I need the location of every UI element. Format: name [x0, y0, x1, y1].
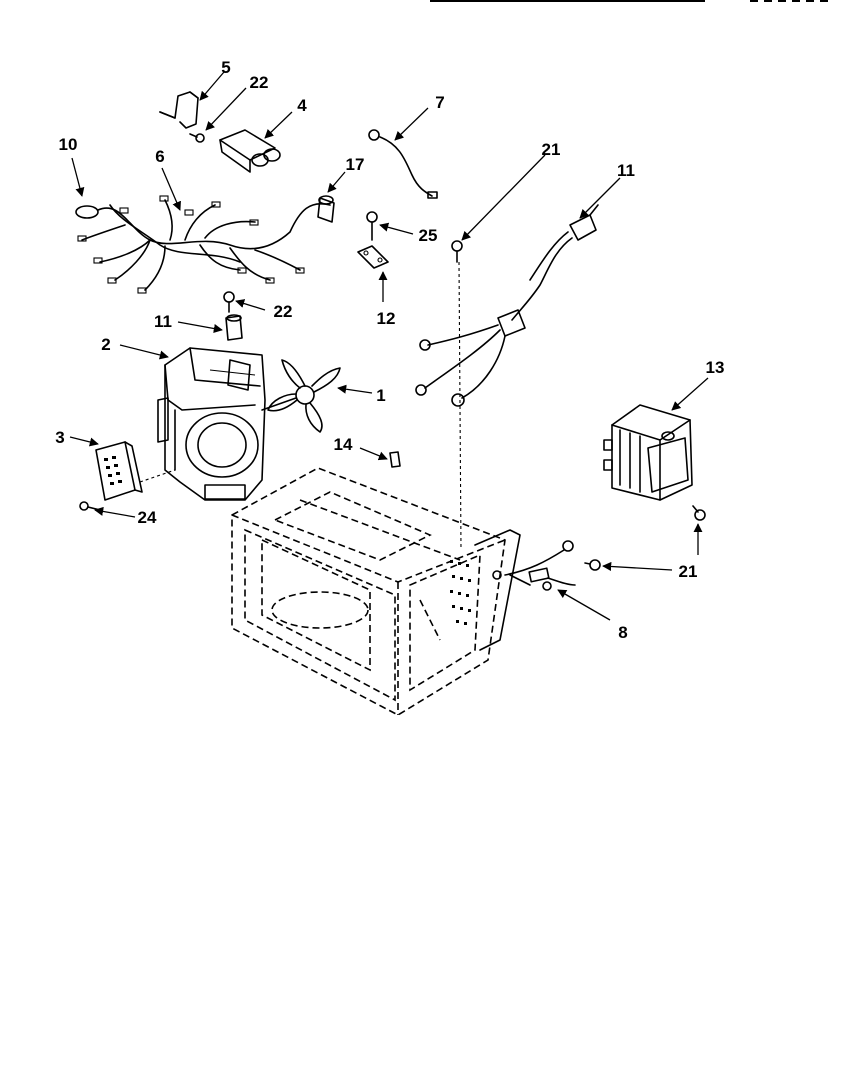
magnetron-part: [603, 404, 693, 501]
ground-wire-part: [368, 129, 438, 199]
callout-21-magnetron: 21: [679, 562, 698, 581]
screw-22-top: [189, 133, 205, 143]
air-guide-part: [157, 347, 266, 501]
callout-12: 12: [377, 309, 396, 328]
motor-switch-part: [225, 314, 243, 341]
callout-21-cord: 21: [542, 140, 561, 159]
callout-2: 2: [101, 335, 110, 354]
bracket-part: [159, 91, 199, 129]
diode-part: [474, 529, 576, 651]
callout-14: 14: [334, 435, 353, 454]
callout-9: 11: [617, 161, 635, 180]
callout-1: 1: [376, 386, 385, 405]
capacitor-part: [219, 129, 281, 173]
callout-5: 5: [221, 58, 230, 77]
cabinet-side-vents: [450, 560, 471, 625]
callout-4: 4: [297, 96, 307, 115]
fan-blade-part: [261, 359, 341, 433]
clip-part: [389, 451, 401, 468]
cover-plate-part: [95, 441, 176, 501]
screw-21-diode-part: [584, 559, 601, 571]
callout-labels: 5 22 4 7 21 6 10 17 11 25 22 12 11 2 13 …: [55, 58, 724, 642]
wire-harness-part: [75, 195, 335, 294]
screw-24-part: [79, 501, 101, 511]
callout-10: 10: [59, 135, 78, 154]
callout-3: 3: [55, 428, 64, 447]
screw-25-part: [366, 211, 378, 241]
callout-22-switch: 22: [274, 302, 293, 321]
callout-25: 25: [419, 226, 438, 245]
callout-11: 11: [154, 312, 172, 331]
callout-22-bracket: 22: [250, 73, 269, 92]
cabinet-outline: [231, 467, 506, 716]
callout-24: 24: [138, 508, 157, 527]
callout-13: 13: [706, 358, 725, 377]
callout-8: 8: [618, 623, 627, 642]
leader-lines: [69, 71, 709, 621]
callout-6: 6: [155, 147, 164, 166]
callout-7: 7: [435, 93, 444, 112]
screw-22-mid: [223, 291, 235, 313]
callout-17: 17: [346, 155, 365, 174]
power-cord-part: [415, 204, 599, 407]
terminal-bracket-part: [357, 245, 389, 269]
screw-21-magnetron-part: [692, 505, 706, 521]
